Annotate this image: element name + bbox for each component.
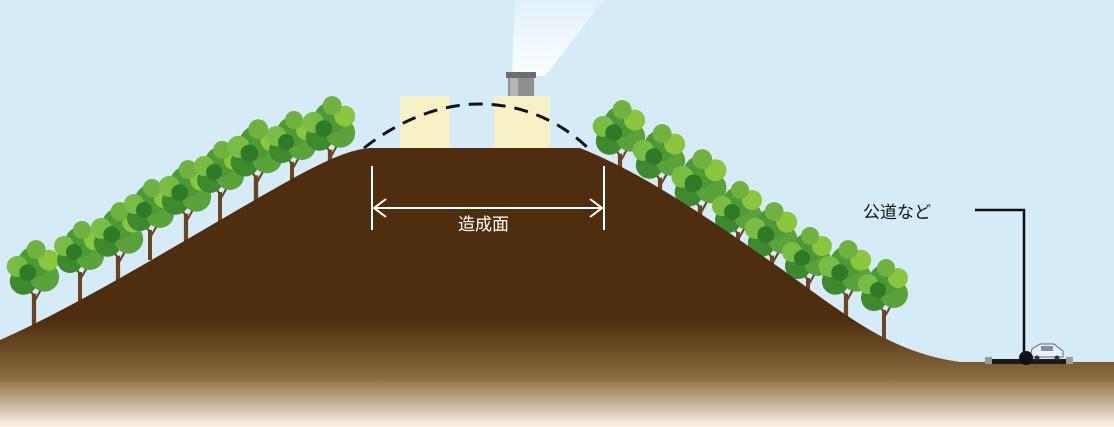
hill-ground (0, 148, 1114, 427)
building-right (494, 96, 550, 148)
developed-surface-dimension (371, 166, 605, 230)
chimney-icon (506, 72, 536, 96)
steam-icon (512, 0, 605, 76)
public-road-label: 公道など (863, 203, 931, 223)
car-icon (1029, 343, 1064, 361)
road-leader-line (975, 208, 1033, 365)
original-terrain-dashed-line (363, 102, 592, 152)
developed-surface-label: 造成面 (458, 215, 509, 235)
